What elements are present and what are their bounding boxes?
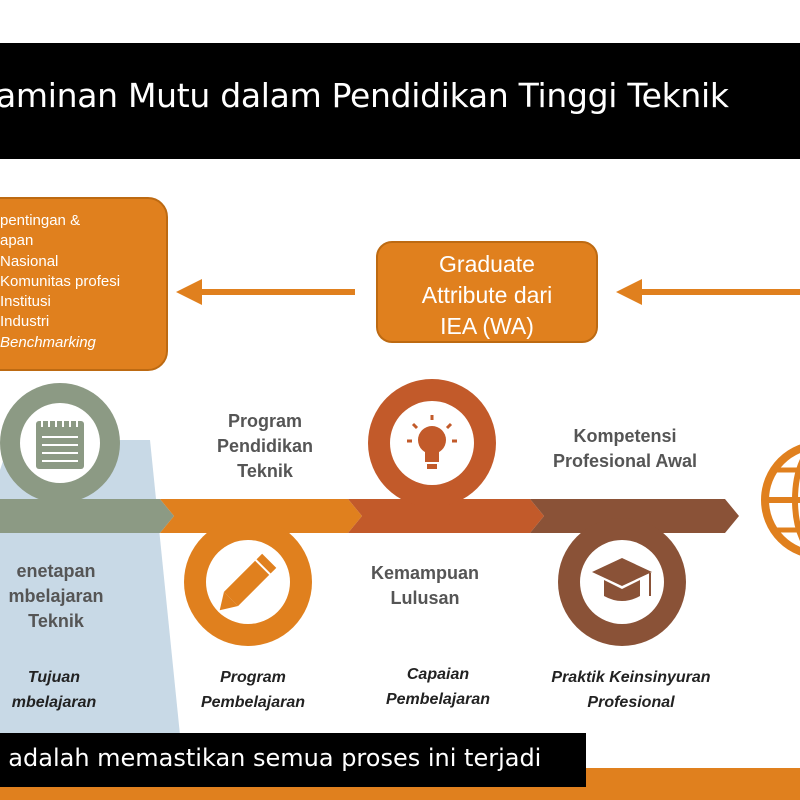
stage1-label-line: Teknik: [28, 611, 84, 631]
stage2-output: Program Pembelajaran: [168, 665, 338, 715]
stage1-output-line: mbelajaran: [11, 694, 97, 711]
timeline-segment-1: [0, 499, 174, 533]
stakeholder-item: apan: [0, 232, 34, 250]
stage4-output-line: Profesional: [587, 694, 675, 711]
footer-black-banner: [0, 733, 586, 787]
stage1-circle: [0, 383, 120, 503]
arrow-wa-to-stakeholders: [176, 279, 355, 305]
footer-text: i adalah memastikan semua proses ini ter…: [0, 744, 542, 772]
timeline-segment-2: [160, 499, 362, 533]
wa-line: Attribute dari: [421, 282, 553, 308]
footer-orange-block: [586, 768, 800, 800]
stage4-label: Kompetensi Profesional Awal: [530, 424, 720, 474]
stage3-output-line: Capaian: [406, 666, 470, 683]
stage4-output: Praktik Keinsinyuran Profesional: [528, 665, 734, 715]
timeline-segment-3: [348, 499, 544, 533]
stage2-label-line: Teknik: [237, 461, 293, 481]
stage3-label-line: Lulusan: [390, 588, 460, 608]
title-bar: [0, 43, 800, 159]
stage1-output-line: Tujuan: [27, 669, 81, 686]
stage1-label-line: mbelajaran: [8, 586, 104, 606]
stage2-label-line: Pendidikan: [216, 436, 314, 456]
stakeholder-item: Nasional: [0, 252, 59, 270]
stakeholder-item: Komunitas profesi: [0, 272, 121, 290]
notepad-icon: [36, 418, 84, 469]
stage4-label-line: Kompetensi: [573, 426, 677, 446]
stage3-output: Capaian Pembelajaran: [358, 662, 518, 712]
stage3-label-line: Kemampuan: [370, 563, 480, 583]
wa-line: Graduate: [439, 251, 535, 277]
stage3-output-line: Pembelajaran: [385, 691, 491, 708]
timeline-segment-4: [530, 499, 739, 533]
graduation-cap-icon: [592, 558, 652, 601]
stakeholder-item: Industri: [0, 313, 50, 331]
stage2-label: Program Pendidikan Teknik: [190, 409, 340, 484]
stage4-circle: [558, 518, 686, 646]
globe-icon: [761, 444, 800, 556]
arrow-right-to-wa: [616, 279, 800, 305]
graduate-attribute-box: Graduate Attribute dari IEA (WA): [376, 241, 598, 343]
stage2-output-line: Program: [220, 669, 286, 686]
page-title: aminan Mutu dalam Pendidikan Tinggi Tekn…: [0, 76, 729, 115]
stage2-label-line: Program: [227, 411, 303, 431]
stage4-output-line: Praktik Keinsinyuran: [551, 669, 711, 686]
stakeholder-item-benchmarking: Benchmarking: [0, 333, 96, 351]
stage3-label: Kemampuan Lulusan: [345, 561, 505, 611]
stage1-output: Tujuan mbelajaran: [0, 665, 108, 715]
stage1-label-line: enetapan: [16, 561, 96, 581]
stakeholder-item: pentingan &: [0, 212, 81, 229]
lightbulb-icon: [407, 415, 457, 469]
stage3-circle: [368, 379, 496, 507]
pencil-icon: [219, 553, 277, 611]
stage2-output-line: Pembelajaran: [200, 694, 306, 711]
stage2-circle: [184, 518, 312, 646]
stakeholder-list: pentingan & apan Nasional Komunitas prof…: [0, 211, 165, 353]
stakeholder-box: [0, 197, 168, 371]
stage4-label-line: Profesional Awal: [552, 451, 698, 471]
stage1-label: enetapan mbelajaran Teknik: [0, 559, 112, 634]
wa-line: IEA (WA): [440, 313, 534, 339]
stakeholder-item: Institusi: [0, 293, 51, 311]
